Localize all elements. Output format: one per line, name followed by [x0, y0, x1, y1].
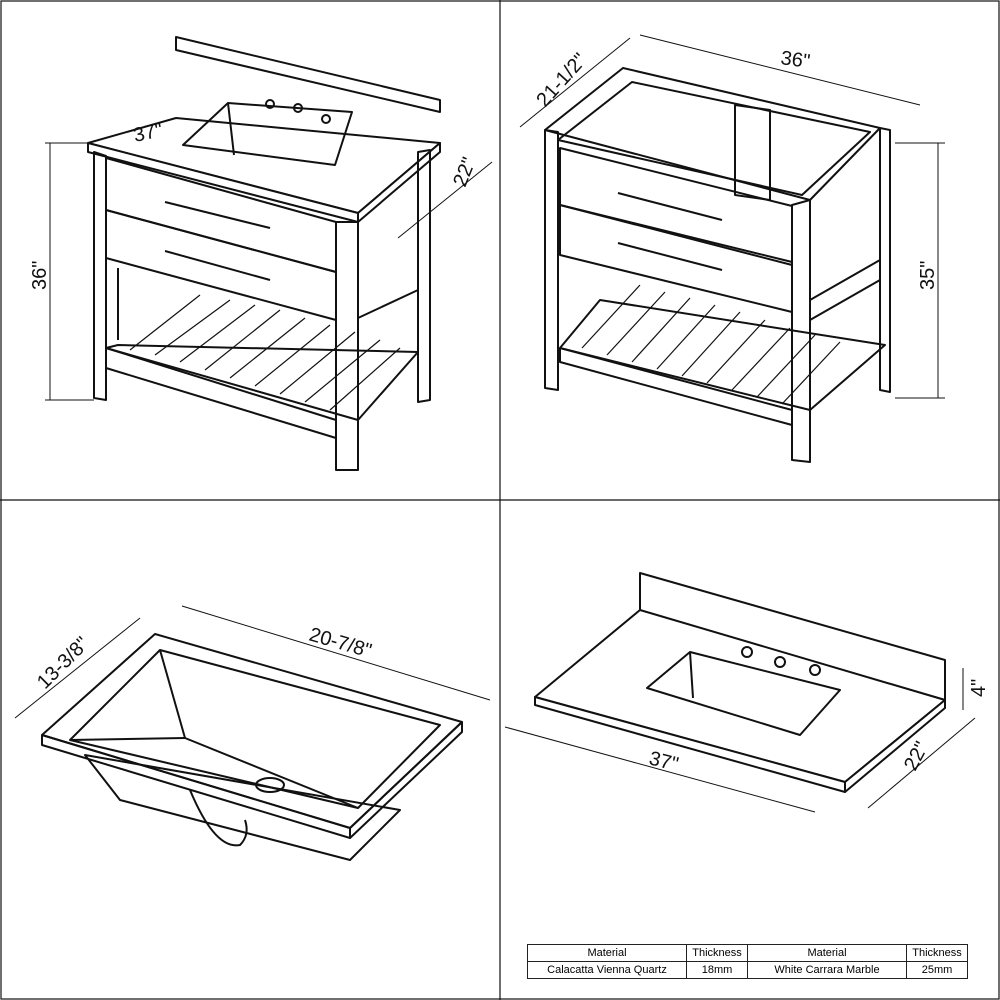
base-height-label: 35" — [917, 261, 939, 290]
vanity-assembled-drawing — [45, 36, 493, 471]
vanity-base-drawing — [519, 34, 945, 463]
sink-depth-label: 13-3/8" — [33, 633, 94, 694]
vanity-depth-label: 22" — [449, 154, 480, 189]
table-header-row: Material Thickness Material Thickness — [527, 944, 968, 962]
vanity-height-label: 36" — [29, 261, 51, 290]
header-thickness-2: Thickness — [906, 944, 968, 962]
header-material-1: Material — [527, 944, 687, 962]
thickness-1: 18mm — [686, 961, 748, 979]
header-material-2: Material — [747, 944, 907, 962]
base-width-label: 36" — [779, 47, 811, 73]
countertop-backsplash-label: 4" — [968, 679, 990, 697]
material-2: White Carrara Marble — [747, 961, 907, 979]
table-row: Calacatta Vienna Quartz 18mm White Carra… — [527, 961, 968, 979]
material-table: Material Thickness Material Thickness Ca… — [527, 944, 968, 979]
sink-drawing — [14, 605, 491, 861]
header-thickness-1: Thickness — [686, 944, 748, 962]
countertop-width-label: 37" — [647, 748, 681, 776]
thickness-2: 25mm — [906, 961, 968, 979]
sink-width-label: 20-7/8" — [307, 624, 374, 663]
countertop-depth-label: 22" — [900, 738, 933, 774]
base-depth-label: 21-1/2" — [532, 49, 591, 111]
material-1: Calacatta Vienna Quartz — [527, 961, 687, 979]
countertop-drawing — [504, 572, 976, 813]
